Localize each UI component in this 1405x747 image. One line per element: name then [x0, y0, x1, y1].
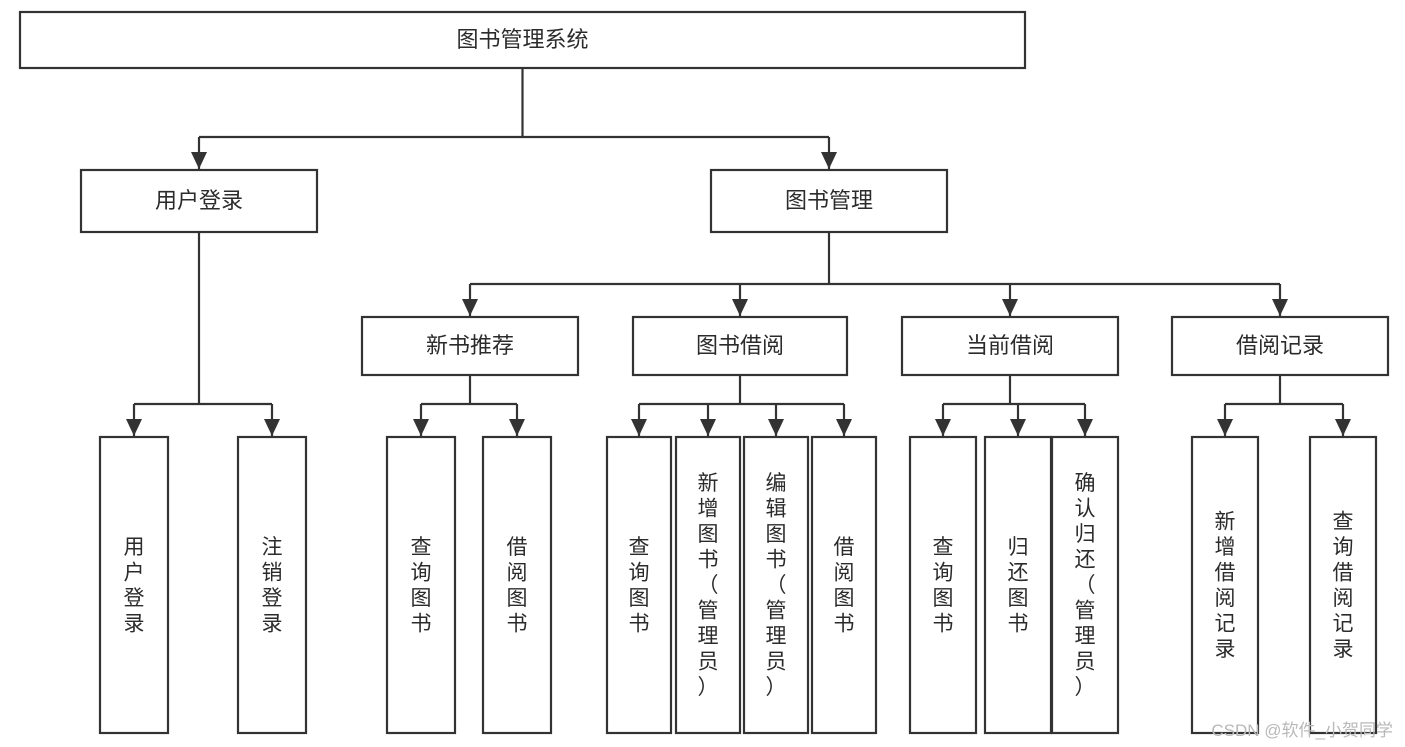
- node-box: [1050, 435, 1120, 735]
- node-user-login[interactable]: 用户登录: [79, 168, 319, 234]
- arrow-head-icon: [1077, 419, 1093, 436]
- node-box: [709, 168, 949, 234]
- arrow-head-icon: [732, 299, 748, 316]
- node-br-add-record[interactable]: 新增借阅记录: [1190, 435, 1260, 735]
- node-nb-query-book[interactable]: 查询图书: [385, 435, 457, 735]
- node-user-login-do[interactable]: 用户登录: [98, 435, 170, 735]
- node-box: [18, 10, 1027, 70]
- node-label: 用户登录: [124, 536, 145, 636]
- node-cb-query-book[interactable]: 查询图书: [908, 435, 978, 735]
- node-box: [900, 315, 1120, 377]
- node-box: [742, 435, 810, 735]
- arrow-head-icon: [462, 299, 478, 316]
- arrow-head-icon: [413, 419, 429, 436]
- node-label: 新增借阅记录: [1215, 510, 1236, 661]
- node-nb-borrow-book[interactable]: 借阅图书: [481, 435, 553, 735]
- node-label: 借阅图书: [507, 536, 528, 636]
- node-box: [908, 435, 978, 735]
- node-bb-borrow-book[interactable]: 借阅图书: [810, 435, 878, 735]
- arrow-head-icon: [631, 419, 647, 436]
- node-current-borrow[interactable]: 当前借阅: [900, 315, 1120, 377]
- node-new-book-recommend[interactable]: 新书推荐: [360, 315, 580, 377]
- arrow-head-icon: [1272, 299, 1288, 316]
- arrow-head-icon: [126, 419, 142, 436]
- node-box: [360, 315, 580, 377]
- node-label: 查询图书: [933, 536, 954, 636]
- node-box: [98, 435, 170, 735]
- node-label: 确认归还（管理员）: [1075, 472, 1096, 699]
- node-label: 借阅图书: [834, 536, 855, 636]
- node-label: 图书管理系统: [456, 27, 588, 52]
- arrow-head-icon: [836, 419, 852, 436]
- arrow-head-icon: [1217, 419, 1233, 436]
- arrow-head-icon: [509, 419, 525, 436]
- node-label: 借阅记录: [1236, 333, 1324, 358]
- node-box: [79, 168, 319, 234]
- node-box: [236, 435, 308, 735]
- watermark-label: CSDN @软件_小贺同学: [1211, 721, 1393, 740]
- node-box: [631, 315, 849, 377]
- node-label: 编辑图书（管理员）: [766, 472, 787, 699]
- arrow-head-icon: [1010, 419, 1026, 436]
- node-bb-edit-book[interactable]: 编辑图书（管理员）: [742, 435, 810, 735]
- node-label: 查询图书: [629, 536, 650, 636]
- node-label: 查询借阅记录: [1333, 510, 1354, 661]
- node-box: [1170, 315, 1390, 377]
- arrow-head-icon: [1335, 419, 1351, 436]
- node-box: [810, 435, 878, 735]
- arrow-head-icon: [191, 152, 207, 169]
- node-label: 新书推荐: [426, 333, 514, 358]
- node-cb-return-book[interactable]: 归还图书: [983, 435, 1053, 735]
- node-box: [674, 435, 742, 735]
- node-user-logout[interactable]: 注销登录: [236, 435, 308, 735]
- node-label: 图书管理: [785, 188, 873, 213]
- node-label: 查询图书: [411, 536, 432, 636]
- node-box: [1308, 435, 1378, 735]
- arrow-head-icon: [700, 419, 716, 436]
- node-box: [1190, 435, 1260, 735]
- node-borrow-records[interactable]: 借阅记录: [1170, 315, 1390, 377]
- node-box: [605, 435, 673, 735]
- node-root[interactable]: 图书管理系统: [18, 10, 1027, 70]
- node-label: 用户登录: [155, 188, 243, 213]
- node-label: 当前借阅: [966, 333, 1054, 358]
- node-bb-add-book[interactable]: 新增图书（管理员）: [674, 435, 742, 735]
- node-br-query-record[interactable]: 查询借阅记录: [1308, 435, 1378, 735]
- arrow-head-icon: [821, 152, 837, 169]
- arrow-head-icon: [264, 419, 280, 436]
- node-box: [481, 435, 553, 735]
- arrow-head-icon: [768, 419, 784, 436]
- node-box: [385, 435, 457, 735]
- node-label: 图书借阅: [696, 333, 784, 358]
- node-bb-query-book[interactable]: 查询图书: [605, 435, 673, 735]
- node-book-borrow[interactable]: 图书借阅: [631, 315, 849, 377]
- node-label: 归还图书: [1008, 536, 1029, 636]
- node-book-management[interactable]: 图书管理: [709, 168, 949, 234]
- arrow-head-icon: [935, 419, 951, 436]
- node-label: 注销登录: [262, 536, 283, 636]
- node-cb-confirm-return[interactable]: 确认归还（管理员）: [1050, 435, 1120, 735]
- arrow-head-icon: [1002, 299, 1018, 316]
- node-box: [983, 435, 1053, 735]
- node-label: 新增图书（管理员）: [698, 472, 719, 699]
